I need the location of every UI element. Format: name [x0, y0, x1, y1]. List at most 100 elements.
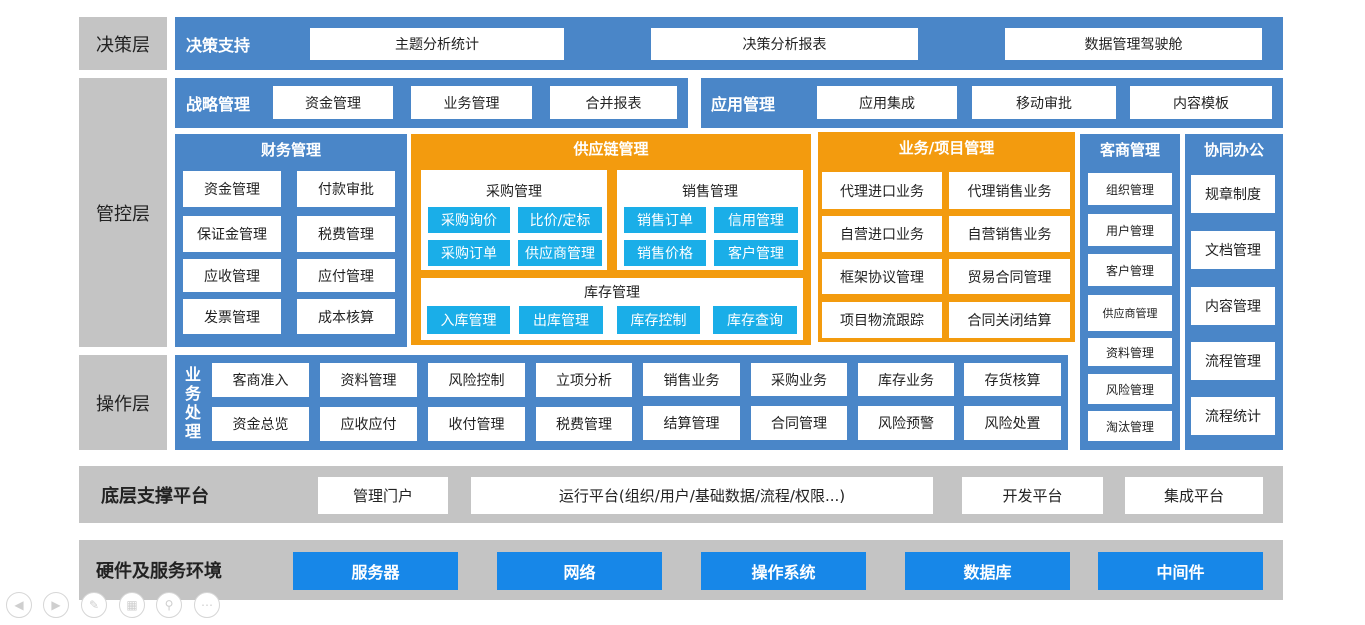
customer-mgmt-item[interactable]: 用户管理	[1088, 214, 1172, 246]
decision-item[interactable]: 主题分析统计	[310, 28, 564, 60]
layer-operation: 操作层	[79, 355, 167, 450]
layer-decision-label: 决策层	[96, 34, 150, 56]
collaboration-item[interactable]: 流程管理	[1191, 342, 1275, 380]
finance-item[interactable]: 付款审批	[297, 171, 395, 207]
business-project-item[interactable]: 代理进口业务	[822, 172, 942, 209]
customer-mgmt-title: 客商管理	[1099, 140, 1160, 159]
collaboration-item[interactable]: 规章制度	[1191, 175, 1275, 213]
sales-item[interactable]: 信用管理	[714, 207, 798, 233]
business-processing-title-char: 理	[184, 421, 201, 441]
business-processing-title-char: 处	[184, 402, 201, 422]
application-item[interactable]: 移动审批	[972, 86, 1116, 119]
customer-mgmt-item[interactable]: 淘汰管理	[1088, 411, 1172, 441]
support-platform-item[interactable]: 运行平台(组织/用户/基础数据/流程/权限...)	[471, 477, 933, 514]
business-processing-item[interactable]: 应收应付	[320, 407, 417, 441]
business-processing-item[interactable]: 采购业务	[751, 363, 847, 396]
application-item[interactable]: 应用集成	[817, 86, 957, 119]
business-project-item[interactable]: 自营进口业务	[822, 216, 942, 252]
sales-item[interactable]: 销售价格	[624, 240, 706, 266]
customer-mgmt-item[interactable]: 资料管理	[1088, 338, 1172, 366]
purchase-item[interactable]: 采购订单	[428, 240, 510, 266]
hardware-item[interactable]: 网络	[497, 552, 662, 590]
inventory-item[interactable]: 库存查询	[713, 306, 797, 334]
finance-item[interactable]: 资金管理	[183, 171, 281, 207]
business-processing-item[interactable]: 风险预警	[858, 406, 954, 440]
business-processing-item[interactable]: 资金总览	[212, 407, 309, 441]
hardware-title: 硬件及服务环境	[96, 561, 222, 582]
layer-operation-label: 操作层	[96, 393, 150, 415]
inventory-item[interactable]: 库存控制	[617, 306, 700, 334]
strategy-item[interactable]: 资金管理	[273, 86, 393, 119]
hardware-item[interactable]: 中间件	[1098, 552, 1263, 590]
support-platform-item[interactable]: 开发平台	[962, 477, 1103, 514]
application-title: 应用管理	[711, 95, 776, 114]
support-platform-item[interactable]: 管理门户	[318, 477, 448, 514]
business-processing-item[interactable]: 资料管理	[320, 363, 417, 397]
business-processing-item[interactable]: 风险处置	[964, 406, 1061, 440]
inventory-item[interactable]: 出库管理	[519, 306, 603, 334]
support-platform-title: 底层支撑平台	[101, 485, 209, 507]
business-processing-item[interactable]: 税费管理	[536, 407, 632, 441]
business-project-title: 业务/项目管理	[898, 138, 995, 157]
purchase-item[interactable]: 采购询价	[428, 207, 510, 233]
customer-mgmt-item[interactable]: 组织管理	[1088, 173, 1172, 205]
finance-item[interactable]: 保证金管理	[183, 216, 281, 252]
layout-icon[interactable]: ▦	[119, 592, 145, 618]
inventory-item[interactable]: 入库管理	[427, 306, 510, 334]
finance-item[interactable]: 发票管理	[183, 299, 281, 334]
business-processing-item[interactable]: 合同管理	[751, 406, 847, 440]
collaboration-item[interactable]: 流程统计	[1191, 397, 1275, 435]
decision-support-title: 决策支持	[186, 35, 251, 55]
hardware-item[interactable]: 操作系统	[701, 552, 866, 590]
finance-item[interactable]: 成本核算	[297, 299, 395, 334]
business-project-item[interactable]: 合同关闭结算	[949, 302, 1070, 338]
finance-item[interactable]: 税费管理	[297, 216, 395, 252]
business-project-item[interactable]: 项目物流跟踪	[822, 302, 942, 338]
customer-mgmt-item[interactable]: 客户管理	[1088, 254, 1172, 286]
strategy-item[interactable]: 合并报表	[550, 86, 677, 119]
hardware-item[interactable]: 数据库	[905, 552, 1070, 590]
business-processing-item[interactable]: 风险控制	[428, 363, 525, 397]
strategy-title: 战略管理	[186, 95, 251, 114]
hardware-item[interactable]: 服务器	[293, 552, 458, 590]
business-project-item[interactable]: 贸易合同管理	[949, 259, 1070, 294]
prev-icon[interactable]: ◀	[6, 592, 32, 618]
business-processing-item[interactable]: 存货核算	[964, 363, 1061, 396]
sales-title: 销售管理	[682, 184, 738, 200]
business-project-item[interactable]: 自营销售业务	[949, 216, 1070, 252]
purchase-item[interactable]: 比价/定标	[518, 207, 602, 233]
business-processing-item[interactable]: 结算管理	[643, 406, 740, 440]
next-icon[interactable]: ▶	[43, 592, 69, 618]
finance-item[interactable]: 应付管理	[297, 259, 395, 292]
business-processing-title: 业 务 处 理	[180, 355, 206, 450]
business-processing-item[interactable]: 库存业务	[858, 363, 954, 396]
support-platform-item[interactable]: 集成平台	[1125, 477, 1263, 514]
more-icon[interactable]: ⋯	[194, 592, 220, 618]
customer-mgmt-item[interactable]: 供应商管理	[1088, 295, 1172, 331]
decision-item[interactable]: 决策分析报表	[651, 28, 918, 60]
layer-control-label: 管控层	[96, 203, 150, 225]
zoom-icon[interactable]: ⚲	[156, 592, 182, 618]
business-processing-item[interactable]: 销售业务	[643, 363, 740, 396]
business-processing-item[interactable]: 立项分析	[536, 363, 632, 397]
purchase-item[interactable]: 供应商管理	[518, 240, 602, 266]
decision-item[interactable]: 数据管理驾驶舱	[1005, 28, 1262, 60]
purchase-title: 采购管理	[486, 184, 542, 200]
finance-title: 财务管理	[260, 140, 321, 159]
business-processing-item[interactable]: 收付管理	[428, 407, 525, 441]
sales-item[interactable]: 客户管理	[714, 240, 798, 266]
business-processing-title-char: 业	[184, 364, 201, 384]
inventory-title: 库存管理	[584, 285, 640, 301]
customer-mgmt-item[interactable]: 风险管理	[1088, 374, 1172, 404]
business-processing-item[interactable]: 客商准入	[212, 363, 309, 397]
strategy-item[interactable]: 业务管理	[411, 86, 532, 119]
business-project-item[interactable]: 框架协议管理	[822, 259, 942, 294]
collaboration-item[interactable]: 文档管理	[1191, 231, 1275, 269]
business-processing-title-char: 务	[184, 383, 201, 403]
application-item[interactable]: 内容模板	[1130, 86, 1272, 119]
finance-item[interactable]: 应收管理	[183, 259, 281, 292]
collaboration-item[interactable]: 内容管理	[1191, 287, 1275, 325]
pen-icon[interactable]: ✎	[81, 592, 107, 618]
business-project-item[interactable]: 代理销售业务	[949, 172, 1070, 209]
sales-item[interactable]: 销售订单	[624, 207, 706, 233]
